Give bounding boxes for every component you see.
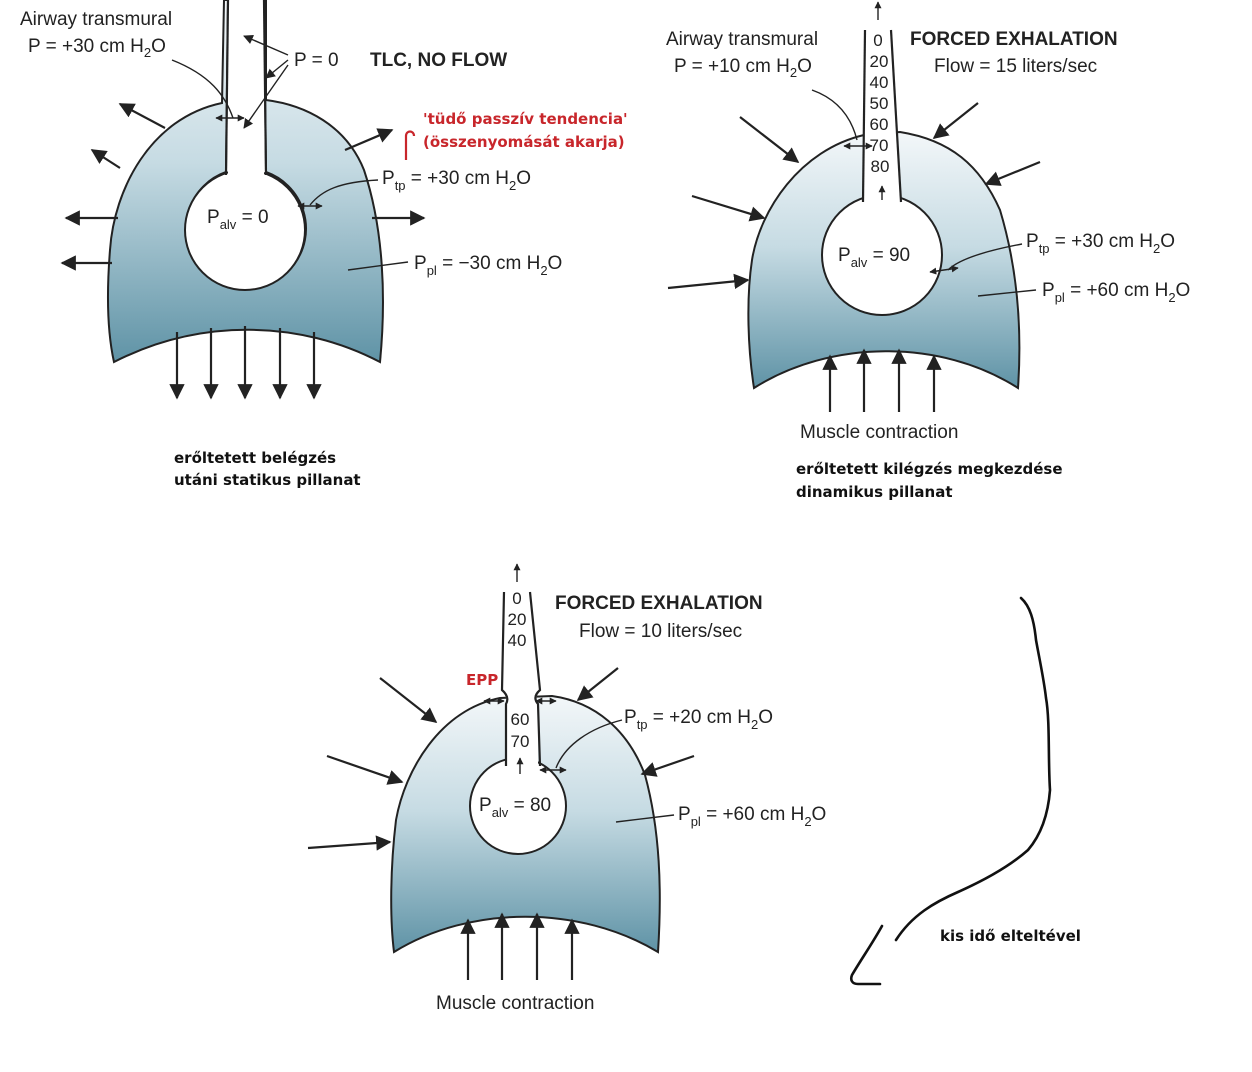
p-zero-label: P = 0: [294, 50, 339, 71]
ptp-label: Ptp = +30 cm H2O: [382, 168, 531, 193]
hand-drawn-arrow: [849, 596, 1052, 986]
epp-label: EPP: [466, 671, 498, 689]
svg-text:0: 0: [873, 31, 882, 50]
svg-text:60: 60: [511, 710, 530, 729]
ppl-label: Ppl = +60 cm H2O: [1042, 280, 1190, 305]
upward-arrows: [822, 348, 942, 412]
svg-text:70: 70: [511, 732, 530, 751]
inward-arrows: [667, 102, 1041, 290]
pressure-column: 0 20 40 50 60 70 80: [870, 31, 890, 176]
palv-label: Palv = 0: [207, 207, 269, 232]
caption-line-1: erőltetett kilégzés megkezdése: [796, 460, 1063, 478]
ptp-label: Ptp = +30 cm H2O: [1026, 231, 1175, 256]
airway-pressure-label: P = +30 cm H2O: [28, 36, 166, 60]
svg-text:70: 70: [870, 136, 889, 155]
alveolus-outline: [184, 169, 306, 291]
panel-title: FORCED EXHALATION: [910, 29, 1118, 50]
caption-line-2: dinamikus pillanat: [796, 483, 953, 501]
pressure-column: 0 20 40 60 70: [508, 589, 530, 751]
svg-text:20: 20: [508, 610, 527, 629]
panel-tlc: Airway transmural P = +30 cm H2O P = 0 T…: [20, 0, 628, 489]
svg-text:60: 60: [870, 115, 889, 134]
ppl-label: Ppl = −30 cm H2O: [414, 253, 562, 278]
airway-pressure-label: P = +10 cm H2O: [674, 56, 812, 80]
svg-text:50: 50: [870, 94, 889, 113]
svg-text:0: 0: [512, 589, 521, 608]
palv-label: Palv = 90: [838, 245, 910, 270]
downward-arrows: [169, 326, 322, 400]
caption-line-2: utáni statikus pillanat: [174, 471, 361, 489]
palv-label: Palv = 80: [479, 795, 551, 820]
muscle-contraction-label: Muscle contraction: [436, 993, 594, 1014]
caption-line-1: erőltetett belégzés: [174, 449, 336, 467]
svg-text:40: 40: [508, 631, 527, 650]
red-note-line-2: (összenyomását akarja): [423, 133, 625, 151]
upward-arrows: [460, 912, 580, 980]
muscle-contraction-label: Muscle contraction: [800, 422, 958, 443]
time-elapsed-note: kis idő elteltével: [940, 927, 1081, 945]
svg-text:40: 40: [870, 73, 889, 92]
ptp-label: Ptp = +20 cm H2O: [624, 707, 773, 732]
flow-label: Flow = 10 liters/sec: [579, 621, 742, 642]
ppl-label: Ppl = +60 cm H2O: [678, 804, 826, 829]
inward-arrows: [307, 667, 695, 851]
panel-forced-exhalation-15: 0 20 40 50 60 70 80 Airw: [666, 1, 1190, 501]
panel-forced-exhalation-10: 0 20 40 60 70 FORCED EXHALATION: [307, 563, 826, 1014]
flow-label: Flow = 15 liters/sec: [934, 56, 1097, 77]
svg-text:80: 80: [871, 157, 890, 176]
airway-transmural-label: Airway transmural: [666, 29, 818, 50]
red-note-line-1: 'tüdő passzív tendencia': [423, 110, 628, 128]
panel-title: FORCED EXHALATION: [555, 593, 763, 614]
svg-text:20: 20: [870, 52, 889, 71]
panel-title: TLC, NO FLOW: [370, 50, 507, 71]
airway-tube: [502, 592, 540, 770]
outward-arrows: [60, 103, 426, 271]
airway-transmural-label: Airway transmural: [20, 9, 172, 30]
airway-tube: [863, 30, 901, 205]
